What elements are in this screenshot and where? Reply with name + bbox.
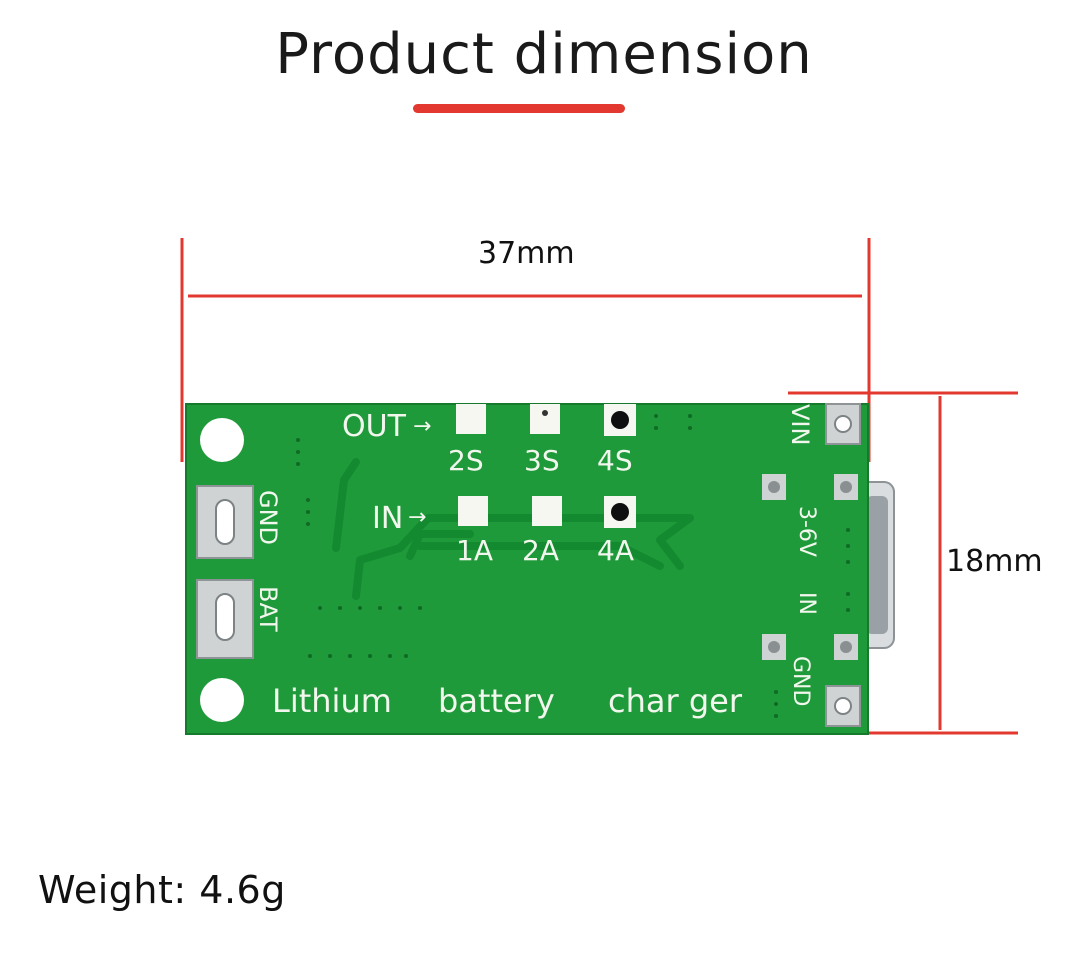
in-arrow: →: [408, 505, 426, 530]
mount-hole-top-left: [200, 418, 244, 462]
label-gnd-right: GND: [788, 656, 813, 706]
caption-lithium: Lithium: [272, 682, 392, 720]
label-out-2s: 2S: [448, 444, 484, 477]
height-dimension-label: 18mm: [946, 544, 1043, 579]
label-out: OUT: [342, 409, 407, 444]
title-underline: [413, 104, 625, 113]
mount-hole-bottom-left: [200, 678, 244, 722]
page-title: Product dimension: [275, 22, 813, 87]
out-arrow: →: [413, 414, 431, 439]
label-gnd: GND: [254, 490, 282, 545]
jumper-out-2s: [456, 404, 486, 434]
width-dimension-label: 37mm: [478, 236, 575, 271]
via-dots: [296, 414, 850, 718]
pcb-board: OUT → 2S 3S 4S IN → 1A 2A 4A GND BAT VIN…: [185, 403, 869, 735]
caption-battery: battery: [438, 682, 555, 720]
label-vin-range: 3-6V: [794, 506, 819, 557]
label-in-pin: IN: [794, 592, 819, 615]
jumper-in-1a: [458, 496, 488, 526]
label-in-4a: 4A: [597, 534, 634, 567]
caption-charger: char ger: [608, 682, 743, 720]
weight-text: Weight: 4.6g: [38, 868, 286, 912]
label-out-4s: 4S: [597, 444, 633, 477]
jumper-in-2a: [532, 496, 562, 526]
label-out-3s: 3S: [524, 444, 560, 477]
label-bat: BAT: [254, 586, 282, 632]
label-in: IN: [372, 501, 403, 536]
jumper-out-3s: [530, 404, 560, 434]
pcb-traces: [332, 458, 694, 600]
label-vin: VIN: [786, 404, 814, 445]
label-in-1a: 1A: [456, 534, 493, 567]
label-in-2a: 2A: [522, 534, 559, 567]
